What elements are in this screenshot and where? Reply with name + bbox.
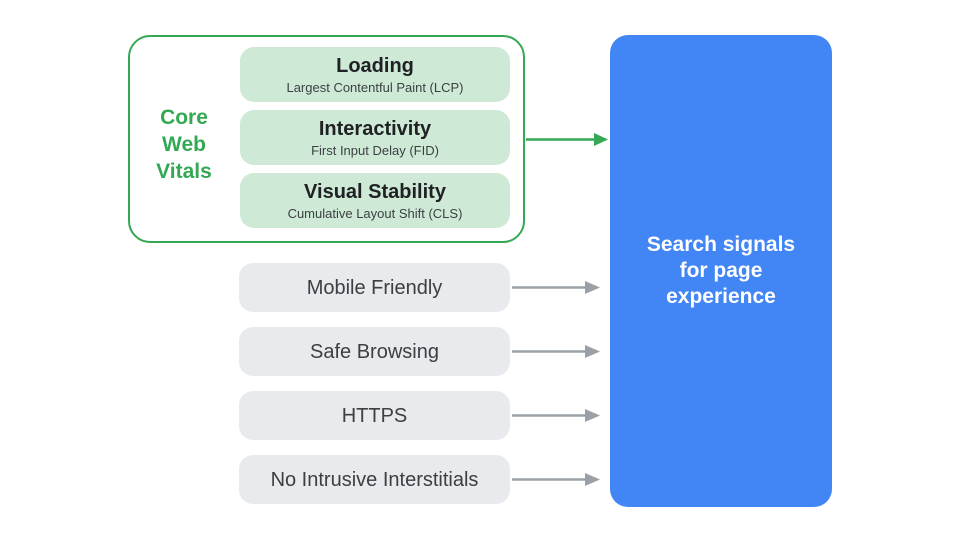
arrow-core-web-vitals (526, 133, 608, 146)
core-web-vitals-label-line: Vitals (156, 160, 212, 183)
pill-https-label: HTTPS (341, 404, 408, 427)
pill-loading-title: Loading (336, 54, 414, 77)
pill-visual-stability-title: Visual Stability (304, 180, 446, 203)
pill-loading: Loading Largest Contentful Paint (LCP) (240, 47, 510, 102)
pill-https: HTTPS (239, 391, 510, 440)
pill-mobile-friendly-label: Mobile Friendly (306, 276, 443, 299)
pill-mobile-friendly: Mobile Friendly (239, 263, 510, 312)
pill-no-intrusive-interstitials: No Intrusive Interstitials (239, 455, 510, 504)
pill-visual-stability-subtitle: Cumulative Layout Shift (CLS) (287, 205, 463, 221)
arrow-https (512, 409, 600, 422)
search-signals-label-line: for page (679, 259, 763, 282)
pill-no-intrusive-interstitials-label: No Intrusive Interstitials (270, 468, 479, 491)
core-web-vitals-label-line: Core (160, 106, 208, 129)
pill-loading-subtitle: Largest Contentful Paint (LCP) (286, 79, 464, 95)
arrow-no-intrusive-interstitials (512, 473, 600, 486)
pill-safe-browsing: Safe Browsing (239, 327, 510, 376)
pill-visual-stability: Visual Stability Cumulative Layout Shift… (240, 173, 510, 228)
search-signals-label: Search signals for page experience (647, 232, 795, 310)
pill-interactivity-title: Interactivity (318, 117, 432, 140)
pill-interactivity: Interactivity First Input Delay (FID) (240, 110, 510, 165)
search-signals-label-line: experience (666, 285, 776, 308)
arrow-mobile-friendly (512, 281, 600, 294)
search-signals-box: Search signals for page experience (610, 35, 832, 507)
arrow-safe-browsing (512, 345, 600, 358)
core-web-vitals-label: Core Web Vitals (133, 104, 235, 185)
core-web-vitals-label-line: Web (162, 133, 206, 156)
search-signals-label-line: Search signals (646, 233, 796, 256)
pill-safe-browsing-label: Safe Browsing (310, 340, 439, 363)
pill-interactivity-subtitle: First Input Delay (FID) (311, 142, 439, 158)
